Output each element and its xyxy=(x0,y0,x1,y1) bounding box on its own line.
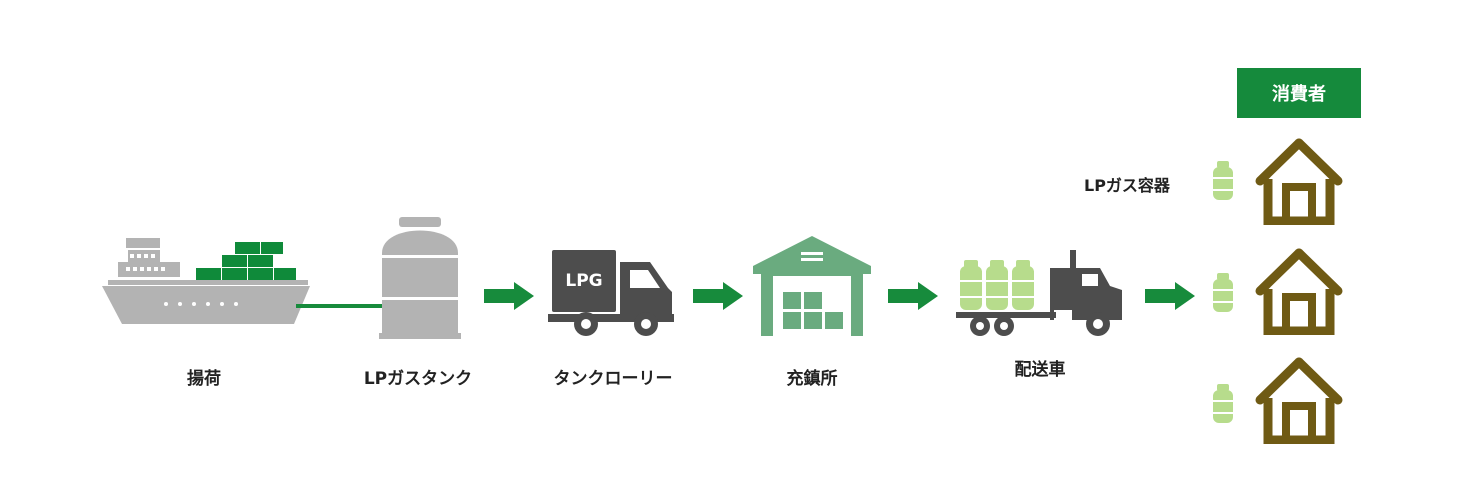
house-icon xyxy=(1255,248,1343,335)
flow-arrow-4 xyxy=(1145,282,1195,310)
flow-arrow-2 xyxy=(693,282,743,310)
pipeline xyxy=(296,304,384,308)
label-lp-tank: LPガスタンク xyxy=(363,369,473,389)
lp-container-label: LPガス容器 xyxy=(1084,176,1170,195)
delivery-truck-icon xyxy=(956,250,1122,336)
lorry-text: LPG xyxy=(565,271,603,291)
label-delivery-truck: 配送車 xyxy=(1014,360,1066,380)
gas-cylinder-icon xyxy=(1211,273,1235,312)
consumer-header: 消費者 xyxy=(1237,68,1361,118)
gas-cylinder-icon xyxy=(1211,161,1235,200)
warehouse-icon xyxy=(753,236,871,336)
flow-arrow-1 xyxy=(484,282,534,310)
label-tank-lorry: タンクローリー xyxy=(553,369,673,389)
ship-icon xyxy=(102,238,310,324)
flow-arrow-3 xyxy=(888,282,938,310)
tank-lorry-icon xyxy=(548,250,674,336)
label-unloading: 揚荷 xyxy=(187,369,221,389)
gas-cylinder-icon xyxy=(1211,384,1235,423)
house-icon xyxy=(1255,357,1343,444)
gas-tank-icon xyxy=(379,217,461,339)
label-filling-station: 充鎮所 xyxy=(786,369,838,389)
house-icon xyxy=(1255,138,1343,225)
